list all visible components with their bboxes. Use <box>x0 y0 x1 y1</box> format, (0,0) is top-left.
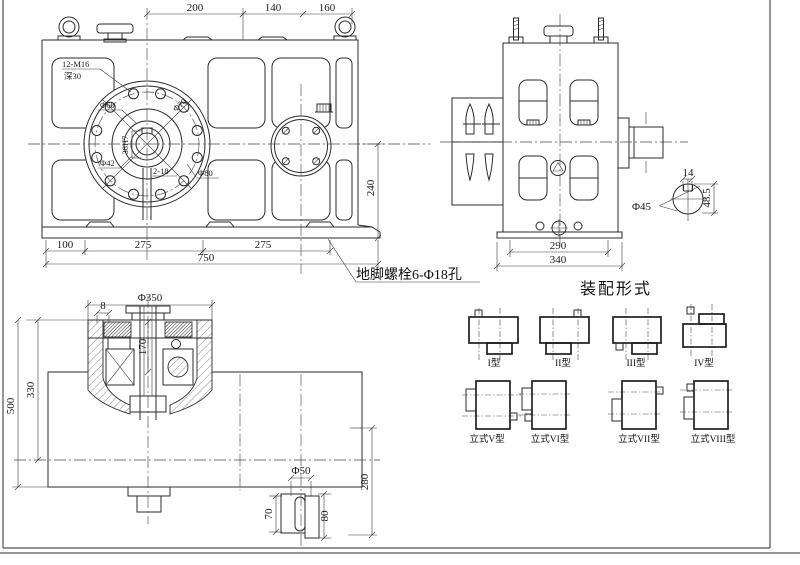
oil-plug-icon <box>315 103 333 113</box>
assembly-type-5: 立式V型 <box>462 380 521 445</box>
flange-bolt-holes <box>91 88 203 200</box>
assembly-type-7: 立式VII型 <box>608 380 664 445</box>
output-key-section <box>280 493 320 539</box>
dimension-text: 140 <box>265 2 282 14</box>
label-d42: Φ42 <box>100 158 115 168</box>
type-label: 立式V型 <box>469 433 505 445</box>
dimension-annotations: 200 140 160 100 275 275 750 240 290 340 14 48.5Φ350… <box>5 2 718 542</box>
dimension-text: 80 <box>319 510 331 522</box>
inspection-windows <box>518 79 599 201</box>
type-label: IV型 <box>694 358 714 369</box>
output-cover <box>270 103 333 177</box>
dimension-text: 330 <box>25 381 37 398</box>
type-label: II型 <box>555 358 571 369</box>
front-view: 38H7 <box>28 8 430 274</box>
assembly-type-8: 立式VIII型 <box>680 380 736 445</box>
dimension-text: 70 <box>263 508 275 520</box>
shaft-diameter-label: Φ45 <box>632 201 652 213</box>
vertical-section-view <box>87 305 213 420</box>
tap-hole-note: 12-M16 深30 <box>62 59 132 93</box>
foundation-note-text: 地脚螺栓6-Φ18孔 <box>356 267 462 283</box>
assembly-type-3: III型 <box>612 308 662 369</box>
output-shaft-stub <box>617 112 664 173</box>
dimension-text: 500 <box>5 397 17 414</box>
label-2-18: 2-18 <box>153 166 169 176</box>
eye-bolt-left <box>57 16 81 41</box>
type-label: III型 <box>627 358 646 369</box>
dimension-text: Φ350 <box>138 292 163 304</box>
rib-panel <box>451 97 504 206</box>
breather-cap-icon <box>96 23 134 43</box>
rotation-symbol-icon <box>550 160 566 176</box>
dimension-text: 290 <box>550 240 567 252</box>
assembly-forms: 装配形式 I型 II型 III型 IV型 <box>462 280 736 445</box>
dimension-text: 275 <box>135 239 152 251</box>
breather-side-icon <box>543 25 574 44</box>
assembly-type-2: II型 <box>539 308 590 369</box>
dimension-text: Φ50 <box>291 465 311 477</box>
dimension-text: 14 <box>683 167 695 179</box>
foundation-callout: 地脚螺栓6-Φ18孔 <box>327 238 480 283</box>
cover-stud-left <box>508 17 524 44</box>
side-view <box>440 14 688 244</box>
bottom-plan-view <box>14 296 380 546</box>
dimension-text: 48.5 <box>701 188 713 208</box>
assembly-heading: 装配形式 <box>580 280 652 298</box>
dimension-text: 340 <box>550 254 567 266</box>
dimension-text: 280 <box>359 473 371 490</box>
dimension-text: 240 <box>365 179 377 196</box>
type-label: 立式VI型 <box>531 433 570 445</box>
tap-note-line2: 深30 <box>64 71 81 81</box>
dimension-text: 8 <box>100 300 106 312</box>
type-label: 立式VII型 <box>618 433 660 445</box>
eye-bolt-right <box>333 16 357 41</box>
label-d60: Φ60 <box>100 100 115 110</box>
dimension-text: 200 <box>187 2 204 14</box>
dimension-text: 275 <box>255 239 272 251</box>
assembly-type-4: IV型 <box>682 304 727 369</box>
dimension-text: 170 <box>137 338 149 355</box>
dimension-text: 750 <box>198 252 215 264</box>
assembly-type-6: 立式VI型 <box>518 380 572 445</box>
label-d80: Φ80 <box>198 168 213 178</box>
cover-stud-right <box>593 17 609 44</box>
tap-note-line1: 12-M16 <box>62 59 89 69</box>
assembly-type-1: I型 <box>468 308 519 369</box>
dimension-text: 160 <box>319 2 336 14</box>
dimension-text: 100 <box>57 239 74 251</box>
type-label: 立式VIII型 <box>691 433 736 445</box>
bore-dim-label: 38H7 <box>120 136 130 155</box>
type-label: I型 <box>488 358 501 369</box>
shaft-key-detail: Φ45 <box>632 179 706 221</box>
